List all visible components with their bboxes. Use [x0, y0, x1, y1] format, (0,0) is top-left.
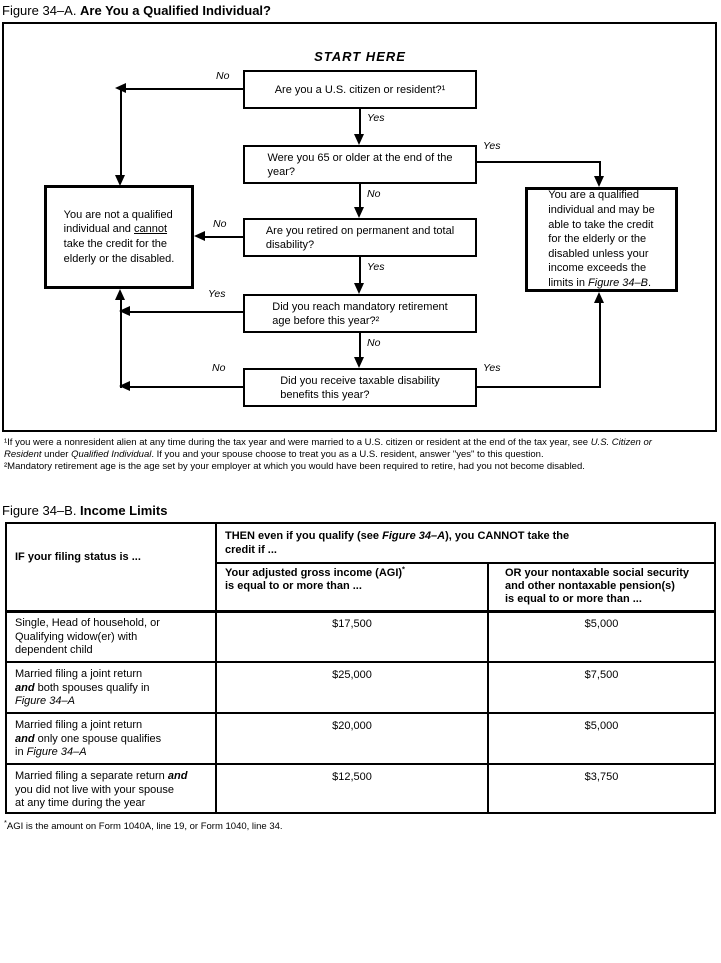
- arrow-up-icon: [594, 292, 604, 303]
- figure-a-title: Figure 34–A. Are You a Qualified Individ…: [2, 3, 271, 18]
- row-agi-amount: $25,000: [332, 669, 372, 681]
- table-column-divider: [215, 524, 217, 812]
- figure-b-title-prefix: Figure 34–B.: [2, 503, 81, 518]
- figure-a-footnotes: ¹If you were a nonresident alien at any …: [4, 437, 652, 472]
- arrow-down-icon: [594, 176, 604, 187]
- flow-line: [130, 311, 243, 313]
- flow-line: [126, 88, 243, 90]
- arrow-left-icon: [119, 381, 130, 391]
- table-row-divider: [7, 712, 714, 714]
- header-then-clause: THEN even if you qualify (see Figure 34–…: [225, 530, 570, 556]
- header-filing-status: IF your filing status is ...: [15, 551, 141, 563]
- arrow-down-icon: [354, 357, 364, 368]
- flow-line: [359, 333, 361, 358]
- box-citizen-question: Are you a U.S. citizen or resident?¹: [243, 70, 477, 109]
- branch-label-yes: Yes: [367, 261, 385, 273]
- arrow-down-icon: [354, 134, 364, 145]
- flowchart-frame: [2, 22, 717, 432]
- figure-b-title: Figure 34–B. Income Limits: [2, 503, 167, 518]
- start-here-label: START HERE: [314, 49, 406, 64]
- table-header-divider: [7, 610, 714, 613]
- branch-label-no: No: [367, 337, 381, 349]
- arrow-down-icon: [354, 283, 364, 294]
- flow-line: [120, 88, 122, 175]
- flow-line: [359, 257, 361, 284]
- arrow-up-icon: [115, 289, 125, 300]
- branch-label-no: No: [212, 362, 226, 374]
- flow-line: [599, 303, 601, 388]
- table-row-divider: [7, 661, 714, 663]
- row-agi-amount: $12,500: [332, 771, 372, 783]
- row-pension-amount: $3,750: [584, 771, 619, 783]
- flow-line: [359, 184, 361, 208]
- branch-label-yes: Yes: [483, 140, 501, 152]
- arrow-left-icon: [119, 306, 130, 316]
- table-row-divider: [7, 763, 714, 765]
- arrow-down-icon: [354, 207, 364, 218]
- table-column-divider: [487, 562, 489, 812]
- branch-label-yes: Yes: [483, 362, 501, 374]
- row-pension-amount: $5,000: [584, 720, 619, 732]
- table-row-divider: [215, 562, 714, 564]
- arrow-left-icon: [194, 231, 205, 241]
- figure-b-title-text: Income Limits: [80, 503, 168, 518]
- branch-label-no: No: [216, 70, 230, 82]
- header-agi: Your adjusted gross income (AGI)*is equa…: [225, 564, 405, 592]
- box-citizen-text: Are you a U.S. citizen or resident?¹: [274, 83, 446, 96]
- flow-line: [120, 299, 122, 388]
- figure-a-title-text: Are You a Qualified Individual?: [80, 3, 271, 18]
- flow-line: [359, 109, 361, 136]
- row-agi-amount: $17,500: [332, 618, 372, 630]
- income-limits-table: IF your filing status is ... THEN even i…: [5, 522, 716, 814]
- branch-label-no: No: [367, 188, 381, 200]
- figure-b-footnote: *AGI is the amount on Form 1040A, line 1…: [4, 817, 283, 832]
- row-pension-amount: $7,500: [584, 669, 619, 681]
- branch-label-no: No: [213, 218, 227, 230]
- flow-line: [477, 161, 601, 163]
- branch-label-yes: Yes: [367, 112, 385, 124]
- row-pension-amount: $5,000: [584, 618, 619, 630]
- flow-line: [205, 236, 243, 238]
- arrow-down-icon: [115, 175, 125, 186]
- row-agi-amount: $20,000: [332, 720, 372, 732]
- flow-line: [599, 161, 601, 177]
- figure-a-title-prefix: Figure 34–A.: [2, 3, 81, 18]
- branch-label-yes: Yes: [208, 288, 226, 300]
- flow-line: [130, 386, 243, 388]
- flow-line: [477, 386, 601, 388]
